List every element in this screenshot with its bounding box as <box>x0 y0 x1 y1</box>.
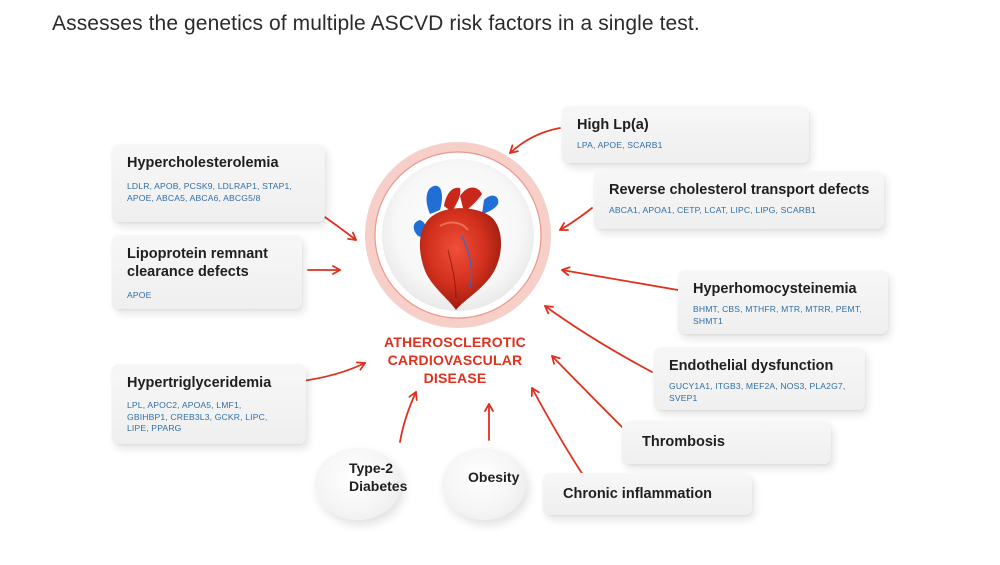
center-ring <box>365 142 551 328</box>
genes-line: LPL, APOC2, APOA5, LMF1, <box>127 400 242 410</box>
genes-line: BHMT, CBS, MTHFR, MTR, MTRR, PEMT, <box>693 304 862 314</box>
card-genes: APOE <box>127 290 152 300</box>
card-title: Chronic inflammation <box>563 486 713 502</box>
bubble-obesity <box>442 448 526 520</box>
card-genes: LPA, APOE, SCARB1 <box>577 140 663 150</box>
bubble-label-type2-diabetes: Type-2 Diabetes <box>349 459 407 495</box>
genes-line: GUCY1A1, ITGB3, MEF2A, NOS3, PLA2G7, <box>669 381 846 391</box>
card-chronic-inflammation: Chronic inflammation <box>543 473 752 515</box>
card-hypertriglyceridemia: Hypertriglyceridemia LPL, APOC2, APOA5, … <box>112 364 306 444</box>
arrow-type2-diabetes <box>399 391 418 443</box>
genes-line: GBIHBP1, CREB3L3, GCKR, LIPC, <box>127 411 268 422</box>
card-endothelial-dysfunction: Endothelial dysfunction GUCY1A1, ITGB3, … <box>654 347 865 410</box>
card-hypercholesterolemia: Hypercholesterolemia LDLR, APOB, PCSK9, … <box>112 144 325 222</box>
bubble-type2-diabetes <box>315 448 401 520</box>
card-high-lpa: High Lp(a) LPA, APOE, SCARB1 <box>562 106 809 163</box>
card-genes: BHMT, CBS, MTHFR, MTR, MTRR, PEMT, SHMT1 <box>693 304 874 327</box>
card-reverse-cholesterol: Reverse cholesterol transport defects AB… <box>594 171 884 229</box>
card-genes: LPL, APOC2, APOA5, LMF1, GBIHBP1, CREB3L… <box>127 400 292 435</box>
genes-line: SHMT1 <box>693 315 723 326</box>
genes-line: LDLR, APOB, PCSK9, LDLRAP1, STAP1, <box>127 181 292 191</box>
center-disease-label: ATHEROSCLEROTIC CARDIOVASCULAR DISEASE <box>365 333 545 387</box>
arrow-high-lpa <box>509 127 561 154</box>
arrow-chronic-inflammation <box>530 387 586 479</box>
card-genes: LDLR, APOB, PCSK9, LDLRAP1, STAP1, APOE,… <box>127 181 311 204</box>
card-title: Thrombosis <box>642 434 725 450</box>
card-title: Endothelial dysfunction <box>669 358 834 374</box>
card-title: Reverse cholesterol transport defects <box>609 182 870 198</box>
title-line: clearance defects <box>127 264 249 280</box>
arrow-hyperhomocysteinemia <box>561 266 679 291</box>
card-title: Hypertriglyceridemia <box>127 375 272 391</box>
genes-line: SVEP1 <box>669 392 698 403</box>
title-line: Lipoprotein remnant <box>127 246 268 262</box>
bubble-label-obesity: Obesity <box>468 469 520 485</box>
card-title: Hyperhomocysteinemia <box>693 281 857 297</box>
disease-line-2: CARDIOVASCULAR <box>387 352 523 368</box>
arrow-reverse-cholesterol <box>559 207 593 231</box>
card-thrombosis: Thrombosis <box>622 421 831 464</box>
card-lipoprotein-remnant: Lipoprotein remnant clearance defects AP… <box>112 235 302 309</box>
arrow-endothelial <box>544 305 653 373</box>
card-genes: ABCA1, APOA1, CETP, LCAT, LIPC, LIPG, SC… <box>609 205 816 215</box>
genes-line: LIPE, PPARG <box>127 423 182 433</box>
arrow-hypertriglyceridemia <box>301 361 366 382</box>
genes-line: APOE, ABCA5, ABCA6, ABCG5/8 <box>127 192 261 203</box>
card-title: Lipoprotein remnant clearance defects <box>127 245 288 281</box>
card-genes: GUCY1A1, ITGB3, MEF2A, NOS3, PLA2G7, SVE… <box>669 381 851 404</box>
arrow-thrombosis <box>551 355 626 431</box>
bubble-line: Type-2 <box>349 460 394 476</box>
card-title: Hypercholesterolemia <box>127 155 279 171</box>
bubble-line: Diabetes <box>349 478 408 494</box>
card-title: High Lp(a) <box>577 117 649 133</box>
disease-line-3: DISEASE <box>423 370 487 386</box>
heart-icon <box>413 185 502 310</box>
card-hyperhomocysteinemia: Hyperhomocysteinemia BHMT, CBS, MTHFR, M… <box>678 270 888 334</box>
disease-line-1: ATHEROSCLEROTIC <box>384 334 526 350</box>
page-headline: Assesses the genetics of multiple ASCVD … <box>52 12 700 35</box>
center-ring-inner <box>374 151 542 319</box>
